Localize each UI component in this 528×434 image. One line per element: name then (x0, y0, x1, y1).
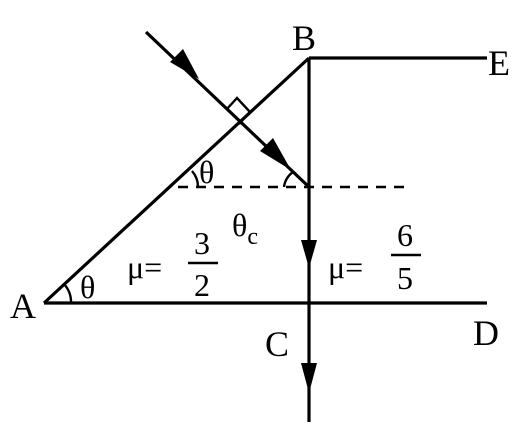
angle-arc-a (63, 283, 73, 304)
point-label-c: C (265, 324, 289, 364)
critical-angle-label: θc (232, 207, 258, 250)
left-mu-label: μ= (127, 249, 162, 285)
angle-label-theta-base: θ (80, 269, 95, 305)
right-mu-label: μ= (328, 249, 363, 285)
point-label-a: A (10, 286, 36, 326)
right-mu-denominator: 5 (397, 260, 413, 296)
side-ab (42, 56, 311, 305)
critical-angle-symbol: θ (232, 207, 247, 243)
right-mu-numerator: 6 (397, 217, 413, 253)
angle-arc-critical (282, 171, 294, 188)
vertical-arrow-bottom (301, 363, 317, 393)
left-mu-numerator: 3 (194, 225, 210, 261)
critical-angle-subscript: c (247, 224, 258, 250)
angle-arc-upper-theta (191, 170, 200, 188)
point-label-e: E (488, 43, 510, 83)
point-label-b: B (292, 18, 316, 58)
incident-arrow-upper (170, 49, 199, 79)
right-angle-marker (225, 96, 252, 125)
angle-label-theta-upper: θ (199, 154, 214, 190)
incident-arrow-lower (260, 138, 291, 170)
left-mu-denominator: 2 (194, 267, 210, 303)
vertical-arrow-middle (301, 240, 317, 268)
point-label-d: D (473, 313, 499, 353)
